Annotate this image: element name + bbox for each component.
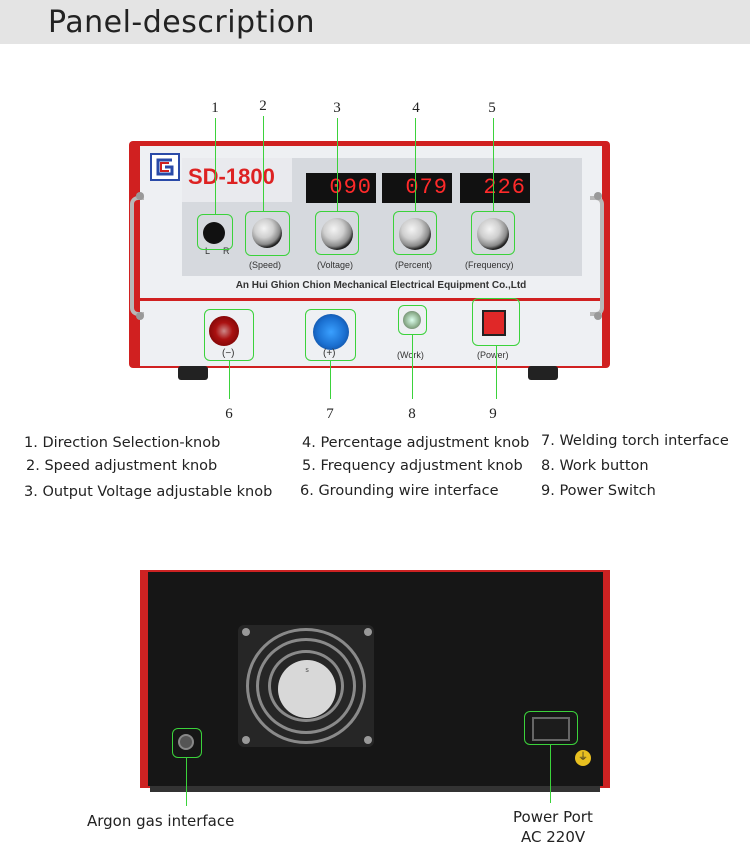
model-name: SD-1800 <box>188 164 275 189</box>
fan-hub-label: S <box>278 660 336 718</box>
red-stripe <box>140 298 602 301</box>
callout-box-1 <box>197 214 233 250</box>
leader-line-5 <box>493 118 494 211</box>
leader-line-power-port <box>550 745 551 803</box>
leader-line-2 <box>263 116 264 211</box>
callout-box-8 <box>398 305 427 335</box>
legend-item-8: 8. Work button <box>541 458 649 474</box>
fan-screw <box>364 736 372 744</box>
callout-number-1: 1 <box>211 100 219 116</box>
page-title: Panel-description <box>48 5 316 40</box>
handle-screw <box>594 312 602 320</box>
direction-l-label: L <box>205 246 211 256</box>
power-switch[interactable] <box>482 310 506 336</box>
legend-item-6: 6. Grounding wire interface <box>300 483 499 499</box>
callout-number-9: 9 <box>489 406 497 422</box>
work-label: (Work) <box>397 350 424 360</box>
left-handle <box>130 196 144 316</box>
callout-number-7: 7 <box>326 406 334 422</box>
callout-box-7 <box>305 309 356 361</box>
work-button[interactable] <box>403 311 421 329</box>
header-bar: Panel-description <box>0 0 750 44</box>
speed-adjustment-knob[interactable] <box>252 218 282 248</box>
front-foot <box>528 366 558 380</box>
voltage-display: 090 <box>306 173 376 203</box>
callout-box-3 <box>315 211 359 255</box>
back-base <box>150 786 600 792</box>
brand-logo-icon <box>150 153 180 181</box>
leader-line-6 <box>229 361 230 399</box>
fan-screw <box>242 628 250 636</box>
handle-screw <box>136 312 144 320</box>
power-port-label: Power Port <box>513 808 593 826</box>
company-name: An Hui Ghion Chion Mechanical Electrical… <box>235 280 527 291</box>
front-foot <box>178 366 208 380</box>
legend-item-1: 1. Direction Selection-knob <box>24 435 221 451</box>
callout-number-6: 6 <box>225 406 233 422</box>
callout-box-6 <box>204 309 254 361</box>
argon-gas-interface[interactable] <box>178 734 194 750</box>
right-handle <box>590 196 604 316</box>
welding-torch-interface[interactable] <box>313 314 349 350</box>
power-label: (Power) <box>477 350 509 360</box>
callout-number-4: 4 <box>412 100 420 116</box>
back-panel <box>148 572 603 786</box>
leader-line-argon <box>186 758 187 806</box>
callout-number-8: 8 <box>408 406 416 422</box>
callout-box-argon <box>172 728 202 758</box>
percent-label: (Percent) <box>395 260 433 270</box>
callout-number-3: 3 <box>333 100 341 116</box>
handle-screw <box>594 192 602 200</box>
legend-item-2: 2. Speed adjustment knob <box>26 458 218 474</box>
fan-screw <box>242 736 250 744</box>
callout-number-5: 5 <box>488 100 496 116</box>
legend-item-5: 5. Frequency adjustment knob <box>302 458 523 474</box>
leader-line-7 <box>330 361 331 399</box>
callout-number-2: 2 <box>259 98 267 114</box>
fan-screw <box>364 628 372 636</box>
logo-panel <box>182 158 292 202</box>
percent-display: 079 <box>382 173 452 203</box>
callout-box-5 <box>471 211 515 255</box>
direction-r-label: R <box>223 246 230 256</box>
frequency-label: (Frequency) <box>465 260 514 270</box>
ground-terminal-icon: ⏚ <box>575 750 591 766</box>
frequency-adjustment-knob[interactable] <box>477 218 509 250</box>
leader-line-3 <box>337 118 338 211</box>
leader-line-1 <box>215 118 216 214</box>
power-port[interactable] <box>532 717 570 741</box>
voltage-adjustment-knob[interactable] <box>321 218 353 250</box>
fan-ring <box>268 650 344 722</box>
positive-label: (+) <box>323 348 336 359</box>
direction-selection-knob[interactable] <box>203 222 225 244</box>
callout-box-4 <box>393 211 437 255</box>
fan-ring <box>256 638 356 734</box>
leader-line-9 <box>496 346 497 399</box>
frequency-display: 226 <box>460 173 530 203</box>
callout-box-2 <box>245 211 290 256</box>
negative-label: (−) <box>222 348 235 359</box>
legend-item-3: 3. Output Voltage adjustable knob <box>24 484 273 500</box>
legend-item-9: 9. Power Switch <box>541 483 656 499</box>
power-port-voltage: AC 220V <box>521 828 586 846</box>
speed-label: (Speed) <box>249 260 282 270</box>
callout-box-9 <box>472 298 520 346</box>
legend-item-4: 4. Percentage adjustment knob <box>302 435 530 451</box>
grounding-wire-interface[interactable] <box>209 316 239 346</box>
voltage-label: (Voltage) <box>317 260 354 270</box>
leader-line-4 <box>415 118 416 211</box>
argon-gas-label: Argon gas interface <box>87 812 235 830</box>
fan-ring <box>246 628 366 744</box>
leader-line-8 <box>412 335 413 399</box>
percentage-adjustment-knob[interactable] <box>399 218 431 250</box>
legend-item-7: 7. Welding torch interface <box>541 433 729 449</box>
handle-screw <box>136 192 144 200</box>
callout-box-power-port <box>524 711 578 745</box>
